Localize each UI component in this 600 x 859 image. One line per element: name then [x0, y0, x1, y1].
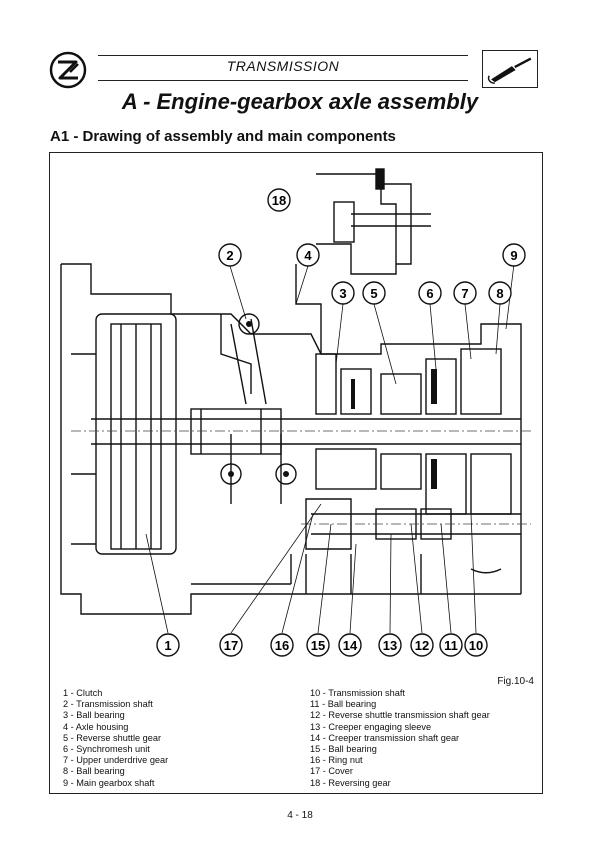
legend-item: 6 - Synchromesh unit — [63, 744, 150, 755]
callout-11: 11 — [439, 633, 463, 657]
callout-10: 10 — [464, 633, 488, 657]
legend-item: 10 - Transmission shaft — [310, 688, 405, 698]
callout-15: 15 — [306, 633, 330, 657]
legend-item: 2 - Transmission shaft — [63, 699, 153, 710]
svg-text:2: 2 — [226, 248, 233, 263]
legend-item: 12 - Reverse shuttle transmission shaft … — [310, 710, 490, 721]
callout-2: 2 — [218, 243, 242, 267]
page-title: A - Engine-gearbox axle assembly — [121, 89, 479, 114]
svg-text:9: 9 — [510, 248, 517, 263]
svg-text:14: 14 — [343, 638, 358, 653]
legend-item: 16 - Ring nut — [310, 755, 363, 766]
callout-3: 3 — [331, 281, 355, 305]
header-rule-top — [98, 55, 468, 56]
callout-18: 18 — [267, 188, 291, 212]
page-number: 4 - 18 — [287, 810, 313, 821]
svg-text:16: 16 — [275, 638, 289, 653]
legend-item: 3 - Ball bearing — [63, 710, 125, 721]
svg-text:4: 4 — [304, 248, 312, 263]
legend-item: 18 - Reversing gear — [310, 777, 391, 788]
legend-item: 14 - Creeper transmission shaft gear — [310, 732, 460, 743]
svg-text:6: 6 — [426, 286, 433, 301]
svg-text:17: 17 — [224, 638, 238, 653]
svg-text:8: 8 — [496, 286, 503, 301]
callout-14: 14 — [338, 633, 362, 657]
legend-item: 9 - Main gearbox shaft — [63, 777, 155, 788]
header-rule-bottom — [98, 80, 468, 81]
svg-text:13: 13 — [383, 638, 397, 653]
legend-item: 7 - Upper underdrive gear — [63, 755, 169, 766]
callout-1: 1 — [156, 633, 180, 657]
brand-logo — [49, 51, 87, 89]
svg-text:1: 1 — [164, 638, 171, 653]
legend-left: 1 - Clutch 2 - Transmission shaft 3 - Ba… — [63, 688, 168, 789]
legend-right: 10 - Transmission shaft 11 - Ball bearin… — [310, 688, 490, 789]
legend-item: 17 - Cover — [310, 766, 353, 777]
callout-13: 13 — [378, 633, 402, 657]
svg-text:15: 15 — [311, 638, 325, 653]
callout-16: 16 — [270, 633, 294, 657]
callout-4: 4 — [296, 243, 320, 267]
subsection-title: A1 - Drawing of assembly and main compon… — [50, 128, 396, 145]
legend-item: 5 - Reverse shuttle gear — [63, 732, 162, 743]
legend-item: 15 - Ball bearing — [310, 744, 377, 755]
legend-item: 4 - Axle housing — [63, 721, 129, 732]
figure-label: Fig.10-4 — [497, 676, 534, 687]
callout-8: 8 — [488, 281, 512, 305]
legend-item: 1 - Clutch — [63, 688, 103, 698]
section-title: TRANSMISSION — [226, 58, 340, 74]
callout-5: 5 — [362, 281, 386, 305]
figure-frame — [49, 152, 543, 794]
svg-text:5: 5 — [370, 286, 377, 301]
legend-item: 8 - Ball bearing — [63, 766, 125, 777]
callout-9: 9 — [502, 243, 526, 267]
screwdriver-icon — [482, 50, 538, 88]
svg-text:18: 18 — [272, 193, 286, 208]
legend-item: 13 - Creeper engaging sleeve — [310, 721, 432, 732]
gearbox-cross-section-drawing: 18 2 4 9 3 5 6 7 — [60, 168, 531, 657]
svg-text:10: 10 — [469, 638, 483, 653]
legend-item: 11 - Ball bearing — [310, 699, 377, 710]
callout-6: 6 — [418, 281, 442, 305]
callout-7: 7 — [453, 281, 477, 305]
svg-text:12: 12 — [415, 638, 429, 653]
svg-text:7: 7 — [461, 286, 468, 301]
callout-17: 17 — [219, 633, 243, 657]
svg-text:3: 3 — [339, 286, 346, 301]
svg-text:11: 11 — [444, 638, 458, 653]
callout-12: 12 — [410, 633, 434, 657]
